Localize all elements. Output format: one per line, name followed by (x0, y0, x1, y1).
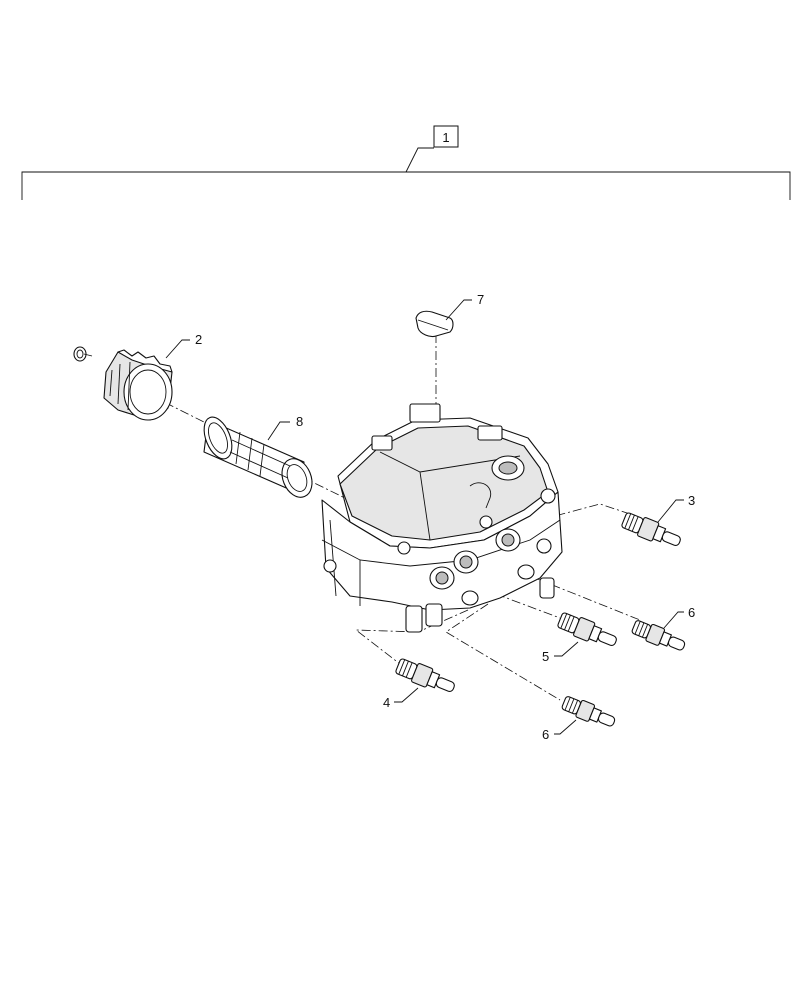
valve-body (321, 403, 563, 633)
callout-7: 7 (477, 292, 484, 307)
cap: 7 (415, 292, 484, 338)
fitting-6-lower (561, 696, 616, 727)
callout-5: 5 (542, 649, 549, 664)
callout-box-1 (433, 125, 459, 148)
washer (73, 346, 93, 362)
callout-8: 8 (296, 414, 303, 429)
fitting-4 (395, 658, 455, 692)
fitting-3 (621, 512, 681, 546)
fitting-5 (557, 612, 617, 646)
assembly-bracket: 1 (21, 125, 791, 200)
callout-3: 3 (688, 493, 695, 508)
callout-1: 1 (442, 130, 449, 145)
callout-4: 4 (383, 695, 390, 710)
callout-6-lower: 6 (542, 727, 549, 742)
callout-2: 2 (195, 332, 202, 347)
filter: 8 (203, 414, 313, 498)
callout-6-upper: 6 (688, 605, 695, 620)
ring-nut: 2 (73, 332, 202, 421)
fitting-6-upper (631, 620, 686, 651)
